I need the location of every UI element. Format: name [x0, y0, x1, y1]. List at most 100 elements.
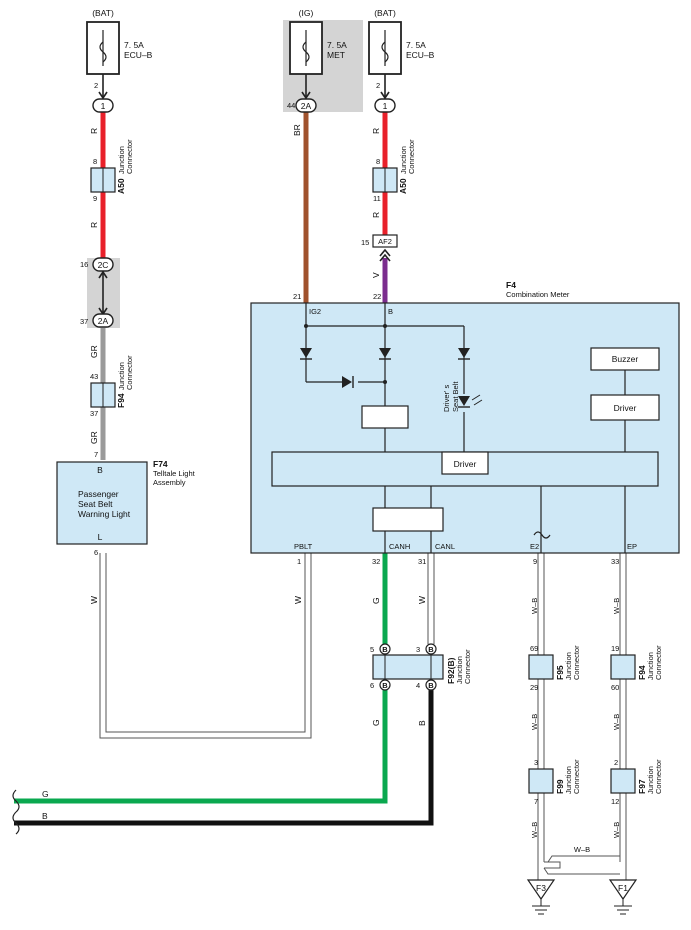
fuse-name: ECU–B — [124, 50, 153, 60]
svg-text:37: 37 — [90, 409, 98, 418]
svg-text:Assembly: Assembly — [153, 478, 186, 487]
svg-text:3: 3 — [416, 645, 420, 654]
wire-white-pblt — [99, 553, 312, 739]
svg-text:Seat Belt: Seat Belt — [451, 381, 460, 412]
svg-text:Warning Light: Warning Light — [78, 509, 131, 519]
svg-text:19: 19 — [611, 644, 619, 653]
svg-text:F3: F3 — [536, 883, 546, 893]
svg-text:L: L — [98, 532, 103, 542]
svg-text:43: 43 — [90, 372, 98, 381]
wire-color-label: W — [293, 596, 303, 604]
svg-text:B: B — [97, 465, 103, 475]
svg-text:21: 21 — [293, 292, 301, 301]
svg-text:Seat Belt: Seat Belt — [78, 499, 113, 509]
svg-text:Junction: Junction — [646, 652, 655, 680]
svg-text:Connector: Connector — [125, 139, 134, 174]
wire-color-label: B — [417, 720, 427, 726]
svg-text:F94: F94 — [116, 393, 126, 408]
svg-text:11: 11 — [373, 194, 381, 203]
connector-2c: 16 2C — [80, 257, 114, 272]
wire-color-label: B — [42, 811, 48, 821]
svg-text:A50: A50 — [116, 178, 126, 194]
svg-text:Junction: Junction — [117, 362, 126, 390]
svg-text:Driver: Driver — [614, 403, 637, 413]
svg-text:CANH: CANH — [389, 542, 410, 551]
wire-color-label: GR — [89, 345, 99, 358]
wire-color-label: W — [417, 596, 427, 604]
fuse-source-label: (IG) — [299, 8, 314, 18]
fuse-pin: 44 — [287, 101, 295, 110]
svg-text:F99: F99 — [555, 779, 565, 794]
svg-text:F95: F95 — [555, 665, 565, 680]
svg-text:2A: 2A — [98, 316, 109, 326]
svg-text:B: B — [382, 681, 388, 690]
wire-color-label: W–B — [612, 822, 621, 838]
ground-f3: F3 — [526, 879, 556, 915]
svg-text:F97: F97 — [637, 779, 647, 794]
svg-text:F94: F94 — [637, 665, 647, 680]
connector-af2: 15 AF2 — [361, 234, 398, 248]
wire-color-label: R — [89, 128, 99, 134]
svg-text:7: 7 — [534, 797, 538, 806]
fuse-name: ECU–B — [406, 50, 435, 60]
svg-text:B: B — [388, 307, 393, 316]
fuse-rating: 7. 5A — [406, 40, 426, 50]
svg-text:8: 8 — [93, 157, 97, 166]
svg-text:IG2: IG2 — [309, 307, 321, 316]
svg-text:8: 8 — [376, 157, 380, 166]
wire-color-label: R — [371, 128, 381, 134]
combination-meter: F4 Combination Meter 21 22 IG2 B — [250, 280, 680, 566]
connector-1-right: 1 — [374, 98, 396, 113]
svg-text:Connector: Connector — [407, 139, 416, 174]
wire-color-label: G — [371, 597, 381, 604]
svg-text:2C: 2C — [98, 260, 109, 270]
wire-wb-e2 — [537, 553, 545, 880]
junction-f92b: 5 3 B B B B 6 4 F92(B) Junction Connecto… — [370, 643, 472, 691]
fuse-pin: 2 — [376, 81, 380, 90]
svg-text:Passenger: Passenger — [78, 489, 119, 499]
wire-green-2 — [14, 690, 388, 804]
junction-f99: 3 7 F99 Junction Connector — [528, 758, 581, 806]
fuse-source-label: (BAT) — [92, 8, 114, 18]
fuse-ecu-b-left: (BAT) 7. 5A ECU–B 2 — [86, 8, 153, 90]
svg-text:1: 1 — [297, 557, 301, 566]
svg-text:22: 22 — [373, 292, 381, 301]
wire-color-label: GR — [89, 431, 99, 444]
svg-text:29: 29 — [530, 683, 538, 692]
junction-f94-left: 43 37 F94 Junction Connector — [90, 355, 134, 418]
wire-color-label: R — [371, 212, 381, 218]
svg-text:Junction: Junction — [455, 656, 464, 684]
svg-text:F4: F4 — [506, 280, 516, 290]
svg-text:6: 6 — [370, 681, 374, 690]
fuse-name: MET — [327, 50, 345, 60]
wire-color-label: BR — [292, 124, 302, 136]
svg-text:B: B — [428, 681, 434, 690]
svg-text:F1: F1 — [618, 883, 628, 893]
junction-f95: 69 29 F95 Junction Connector — [528, 644, 581, 692]
fuse-ecu-b-right: (BAT) 7. 5A ECU–B 2 — [368, 8, 435, 90]
svg-text:Driver: Driver — [454, 459, 477, 469]
svg-text:2: 2 — [614, 758, 618, 767]
junction-f94-right: 19 60 F94 Junction Connector — [610, 644, 663, 692]
svg-text:16: 16 — [80, 260, 88, 269]
wire-color-label: W–B — [574, 845, 590, 854]
fuse-pin: 2 — [94, 81, 98, 90]
svg-text:Connector: Connector — [572, 645, 581, 680]
svg-text:B: B — [382, 645, 388, 654]
svg-text:9: 9 — [93, 194, 97, 203]
svg-text:5: 5 — [370, 645, 374, 654]
svg-text:E2: E2 — [530, 542, 539, 551]
connector-1-left: 1 — [92, 98, 114, 113]
svg-text:F92(B): F92(B) — [446, 657, 456, 684]
svg-text:69: 69 — [530, 644, 538, 653]
svg-text:7: 7 — [94, 450, 98, 459]
svg-text:37: 37 — [80, 317, 88, 326]
svg-text:33: 33 — [611, 557, 619, 566]
svg-text:9: 9 — [533, 557, 537, 566]
connector-2a-left: 37 2A — [80, 313, 114, 328]
svg-text:60: 60 — [611, 683, 619, 692]
svg-text:Driver' s: Driver' s — [442, 384, 451, 412]
wire-color-label: V — [371, 272, 381, 278]
connector-label: 1 — [101, 101, 106, 111]
